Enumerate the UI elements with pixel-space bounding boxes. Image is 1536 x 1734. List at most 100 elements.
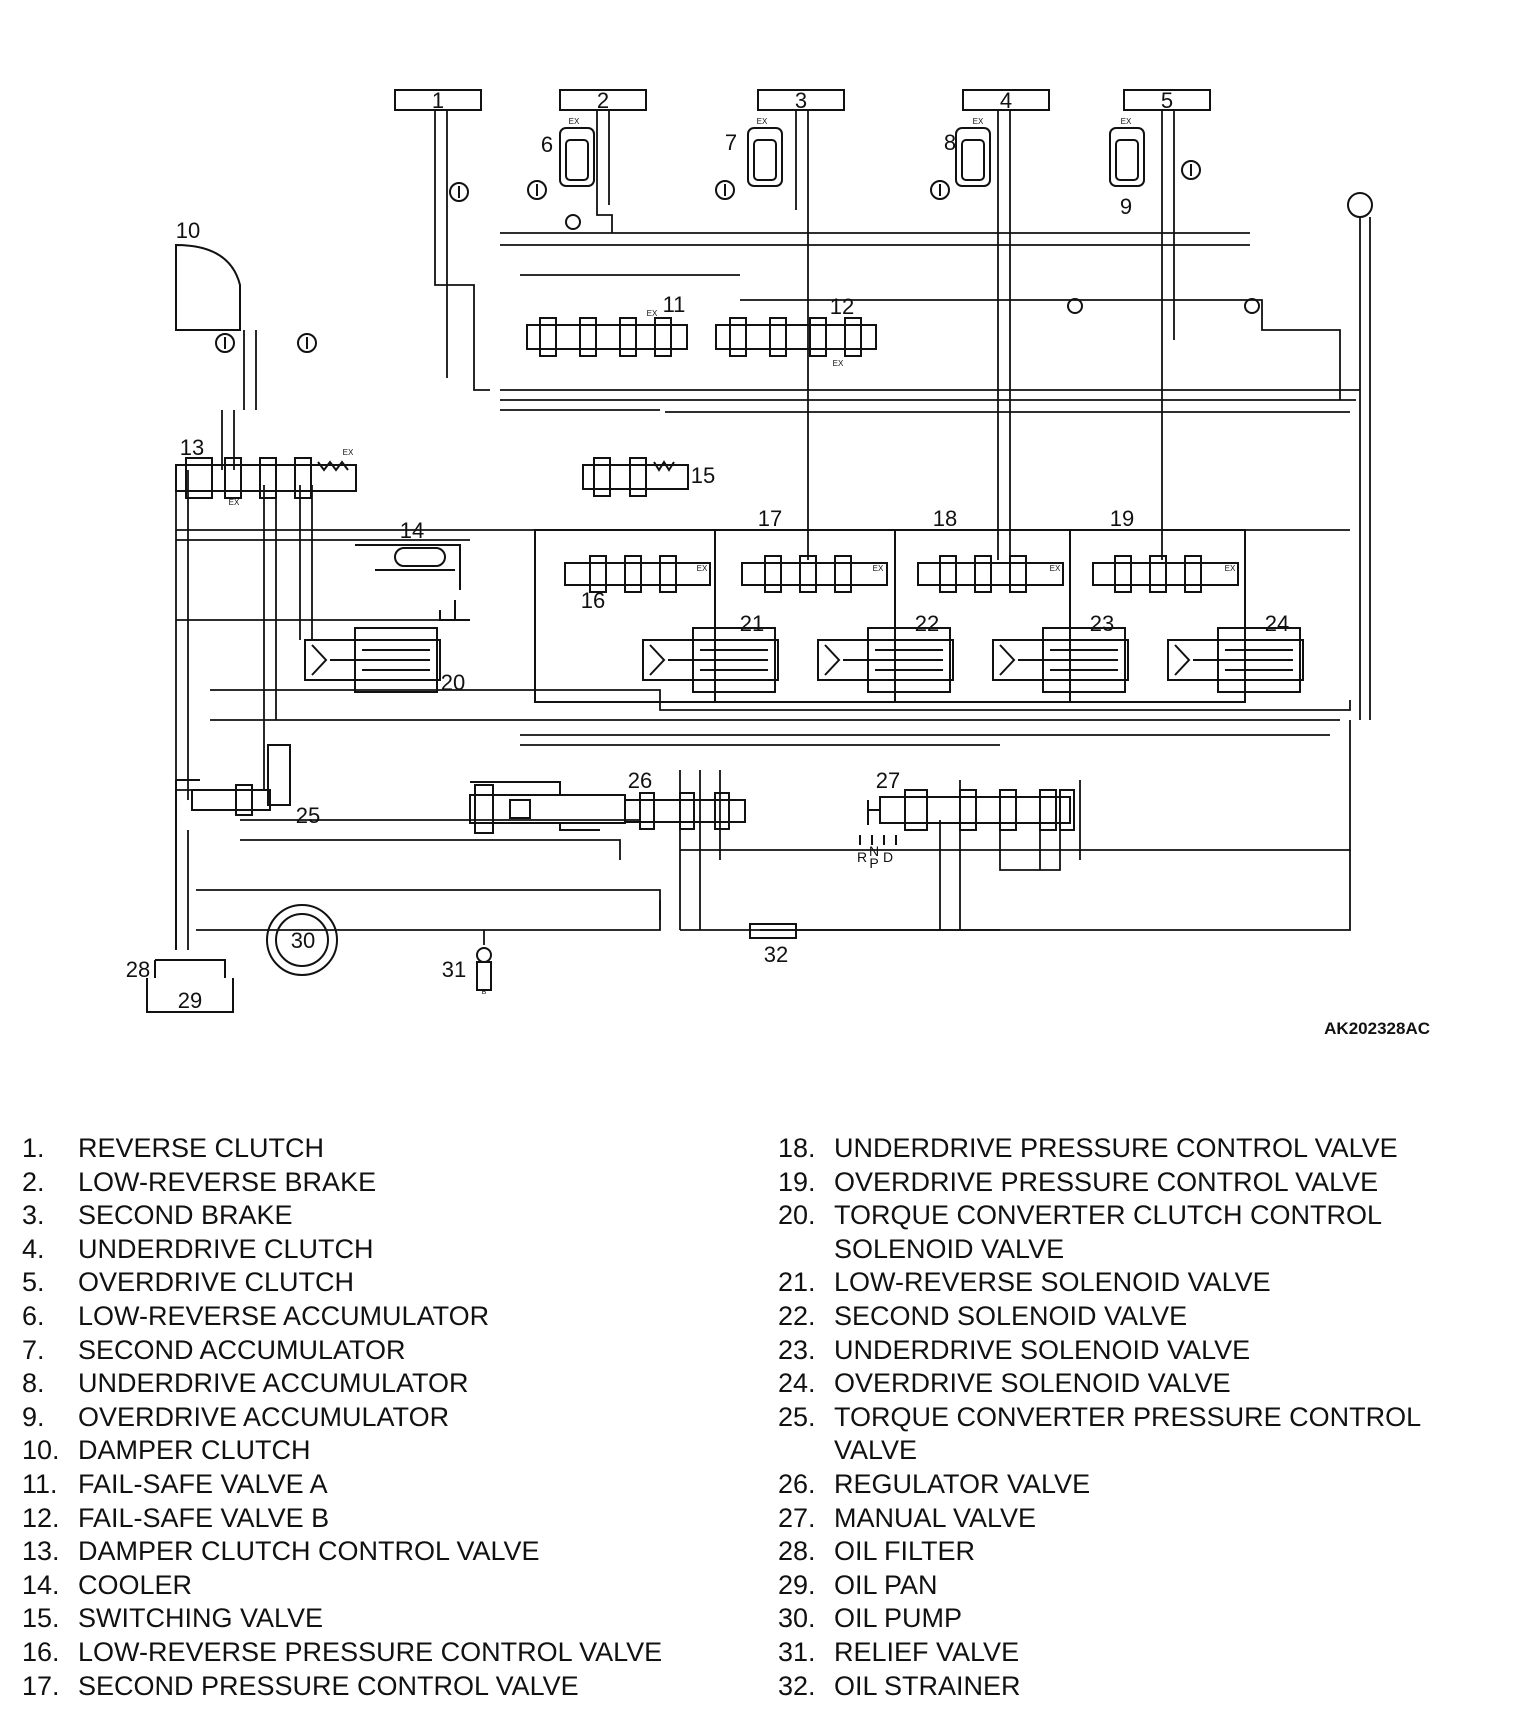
legend-item-label: UNDERDRIVE PRESSURE CONTROL VALVE	[834, 1133, 1398, 1163]
ex-label: EX	[343, 448, 354, 457]
legend-item: 27.MANUAL VALVE	[778, 1502, 1478, 1536]
ex-markers: EX EX EX EX EX EX EX EX EX EX EX EX	[229, 117, 1236, 573]
legend-item-number: 1.	[22, 1133, 45, 1163]
ex-label: EX	[873, 564, 884, 573]
legend-item: 31.RELIEF VALVE	[778, 1636, 1478, 1670]
legend-item: 29.OIL PAN	[778, 1569, 1478, 1603]
ex-label: EX	[973, 117, 984, 126]
legend-item-label: UNDERDRIVE ACCUMULATOR	[78, 1368, 469, 1399]
callout-10: 10	[176, 218, 200, 243]
legend-item: 17.SECOND PRESSURE CONTROL VALVE	[22, 1670, 662, 1704]
clutch-box-1	[394, 89, 482, 111]
legend-item-label: TORQUE CONVERTER CLUTCH CONTROL SOLENOID…	[834, 1200, 1382, 1264]
legend-item-number: 28.	[778, 1536, 816, 1567]
solenoid-valve-20	[304, 627, 441, 693]
clutch-box-3	[757, 89, 845, 111]
check-valve-icons	[215, 160, 1373, 353]
oil-filter-28	[154, 959, 226, 978]
callout-12: 12	[830, 294, 854, 319]
oil-strainer-32	[749, 923, 797, 939]
accumulator-8	[955, 127, 991, 187]
callout-11: 11	[663, 292, 686, 317]
ex-label: EX	[757, 117, 768, 126]
callout-27: 27	[876, 768, 900, 793]
solenoid-valve-21	[642, 627, 779, 693]
callout-2: 2	[597, 88, 609, 113]
legend-item: 32.OIL STRAINER	[778, 1670, 1478, 1704]
legend-item: 14.COOLER	[22, 1569, 662, 1603]
legend-item-number: 15.	[22, 1603, 60, 1634]
legend-item-label: REVERSE CLUTCH	[78, 1133, 325, 1163]
legend-item: 4.UNDERDRIVE CLUTCH	[22, 1233, 662, 1267]
legend-item: 18.UNDERDRIVE PRESSURE CONTROL VALVE	[778, 1132, 1478, 1166]
callout-20: 20	[441, 670, 465, 695]
legend-item: 9.OVERDRIVE ACCUMULATOR	[22, 1401, 662, 1435]
callout-22: 22	[915, 611, 939, 636]
legend-item-label: DAMPER CLUTCH	[78, 1435, 311, 1466]
legend-item-number: 31.	[778, 1636, 816, 1667]
callout-31: 31	[442, 957, 466, 982]
clutch-box-5	[1123, 89, 1211, 111]
callout-29: 29	[178, 988, 202, 1013]
legend-item-label: TORQUE CONVERTER PRESSURE CONTROL VALVE	[834, 1401, 1421, 1466]
shift-position-d: D	[883, 849, 893, 865]
legend-item: 20. TORQUE CONVERTER CLUTCH CONTROL SOLEN…	[778, 1199, 1478, 1266]
callout-8: 8	[944, 130, 956, 155]
callout-30: 30	[291, 928, 315, 953]
legend-item: 24.OVERDRIVE SOLENOID VALVE	[778, 1367, 1478, 1401]
ex-label: EX	[1225, 564, 1236, 573]
legend-item-number: 4.	[22, 1233, 45, 1264]
legend-item-number: 12.	[22, 1502, 60, 1533]
oil-pan-29	[146, 978, 234, 1013]
ex-label: EX	[1050, 564, 1061, 573]
relief-valve-31	[476, 947, 492, 991]
regulator-valve-26	[469, 781, 746, 834]
callout-21: 21	[740, 611, 764, 636]
legend-item-number: 13.	[22, 1536, 60, 1567]
clutch-box-4	[962, 89, 1050, 111]
shift-position-p: P	[869, 855, 878, 871]
solenoid-valve-24	[1167, 627, 1304, 693]
legend-item: 11.FAIL-SAFE VALVE A	[22, 1468, 662, 1502]
legend-item: 19.OVERDRIVE PRESSURE CONTROL VALVE	[778, 1166, 1478, 1200]
torque-converter-pressure-control-valve-25	[191, 744, 291, 816]
damper-clutch	[175, 243, 241, 331]
accumulator-6	[559, 127, 595, 187]
valve-enclosures	[534, 529, 1246, 703]
legend-item: 6.LOW-REVERSE ACCUMULATOR	[22, 1300, 662, 1334]
legend-item-number: 25.	[778, 1401, 816, 1432]
callout-26: 26	[628, 768, 652, 793]
callout-23: 23	[1090, 611, 1114, 636]
legend-item: 23.UNDERDRIVE SOLENOID VALVE	[778, 1334, 1478, 1368]
legend-item: 13.DAMPER CLUTCH CONTROL VALVE	[22, 1535, 662, 1569]
legend-item-number: 21.	[778, 1267, 816, 1298]
legend-item-number: 7.	[22, 1334, 45, 1365]
damper-clutch-control-valve-13	[175, 457, 357, 499]
legend-item-label: MANUAL VALVE	[834, 1502, 1037, 1533]
legend-item: 15. SWITCHING VALVE	[22, 1602, 662, 1636]
legend-item-number: 11.	[22, 1468, 58, 1499]
shift-position-r: R	[857, 849, 867, 865]
pressure-control-valve-19	[1092, 555, 1239, 593]
legend-item: 3.SECOND BRAKE	[22, 1199, 662, 1233]
hydraulic-lines	[175, 110, 1371, 950]
legend-item-label: REGULATOR VALVE	[834, 1468, 1091, 1499]
shift-position-n: N	[869, 843, 879, 859]
legend-item-label: SWITCHING VALVE	[78, 1603, 324, 1634]
legend-item-number: 19.	[778, 1166, 816, 1197]
fail-safe-valve-11	[526, 317, 688, 357]
oil-pump-30	[266, 904, 338, 976]
legend-item-number: 20.	[778, 1200, 816, 1231]
legend-item-label: LOW-REVERSE PRESSURE CONTROL VALVE	[78, 1636, 663, 1667]
legend-item-label: SECOND BRAKE	[78, 1200, 293, 1231]
callout-19: 19	[1110, 506, 1134, 531]
ex-label: EX	[229, 498, 240, 507]
legend-item-number: 2.	[22, 1166, 45, 1197]
solenoid-valve-23	[992, 627, 1129, 693]
callout-14: 14	[400, 518, 424, 543]
ex-label: EX	[1121, 117, 1132, 126]
pressure-control-valve-16	[564, 555, 711, 593]
legend-item-label: OVERDRIVE ACCUMULATOR	[78, 1401, 450, 1432]
legend-item: 28.OIL FILTER	[778, 1535, 1478, 1569]
